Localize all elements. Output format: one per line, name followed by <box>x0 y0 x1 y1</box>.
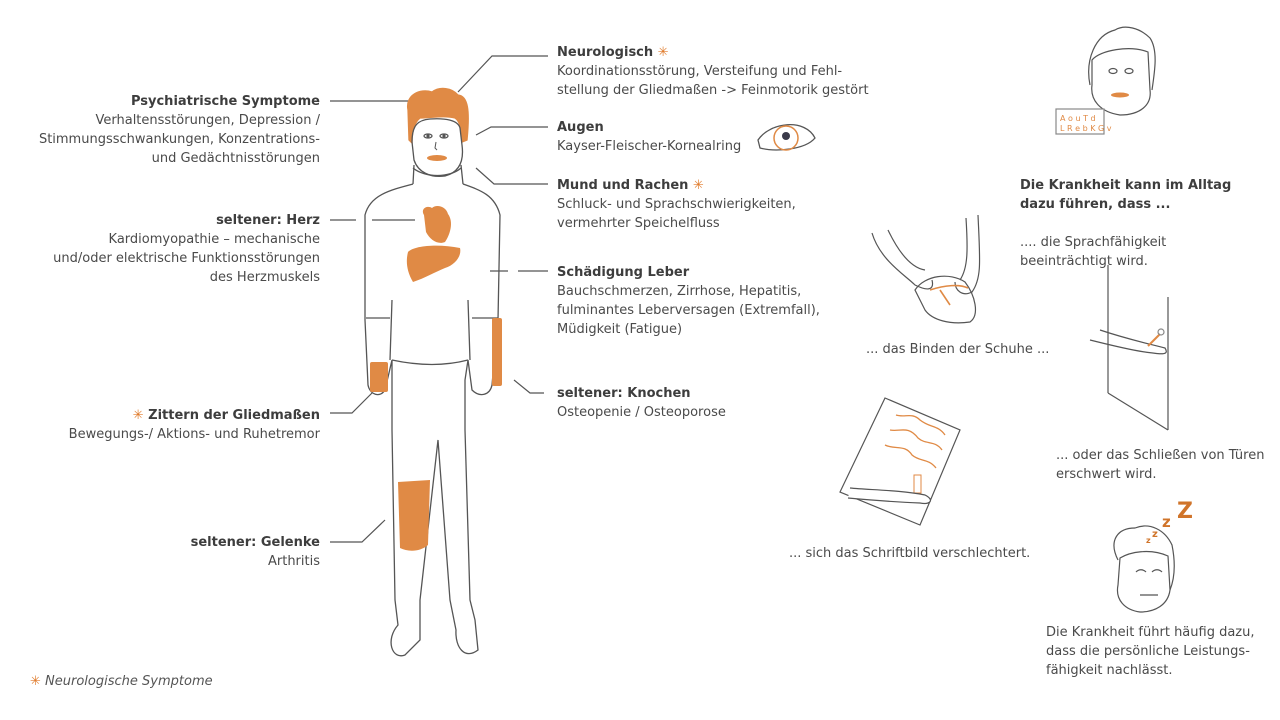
label-heart: seltener: Herz Kardiomyopathie – mechani… <box>53 211 320 287</box>
label-joints-desc: Arthritis <box>267 554 320 569</box>
eye-illustration <box>757 124 816 151</box>
label-heart-desc: Kardiomyopathie – mechanische und/oder e… <box>53 232 320 285</box>
svg-text:z: z <box>1162 513 1171 531</box>
label-mouth-desc: Schluck- und Sprachschwierigkeiten, verm… <box>557 197 796 231</box>
label-neurological-desc: Koordinationsstörung, Versteifung und Fe… <box>557 64 869 98</box>
speech-bubble-letters-1: A o u T d <box>1060 114 1096 123</box>
label-liver-desc: Bauchschmerzen, Zirrhose, Hepatitis, ful… <box>557 284 820 337</box>
svg-text:Z: Z <box>1177 499 1193 524</box>
neuro-star-icon: ✳ <box>30 674 41 689</box>
label-tremor-title: ✳ Zittern der Gliedmaßen <box>132 408 320 423</box>
everyday-shoes-caption: ... das Binden der Schuhe ... <box>866 342 1050 357</box>
organ-highlights <box>370 155 502 551</box>
everyday-doors-caption: ... oder das Schließen von Türen erschwe… <box>1056 448 1265 482</box>
label-eyes-title: Augen <box>557 120 604 135</box>
everyday-intro: Die Krankheit kann im Alltag dazu führen… <box>1020 157 1231 271</box>
label-liver-title: Schädigung Leber <box>557 265 690 280</box>
label-tremor: ✳ Zittern der Gliedmaßen Bewegungs-/ Akt… <box>69 406 320 444</box>
leader-lines <box>330 55 548 543</box>
label-heart-title: seltener: Herz <box>216 213 320 228</box>
neuro-star-icon: ✳ <box>132 408 144 423</box>
label-bones: seltener: Knochen Osteopenie / Osteoporo… <box>557 384 726 422</box>
speaking-head-illustration <box>1055 26 1156 135</box>
label-bones-desc: Osteopenie / Osteoporose <box>557 405 726 420</box>
door-illustration <box>1089 265 1169 431</box>
label-mouth-title: Mund und Rachen ✳ <box>557 178 704 193</box>
label-joints-title: seltener: Gelenke <box>190 535 320 550</box>
label-bones-title: seltener: Knochen <box>557 386 691 401</box>
label-eyes-desc: Kayser-Fleischer-Kornealring <box>557 139 742 154</box>
everyday-fatigue-caption: Die Krankheit führt häufig dazu, dass di… <box>1046 625 1255 678</box>
body-figure <box>364 87 501 657</box>
label-mouth: Mund und Rachen ✳ Schluck- und Sprachsch… <box>557 176 796 233</box>
neuro-star-icon: ✳ <box>692 178 704 193</box>
everyday-intro-title: Die Krankheit kann im Alltag dazu führen… <box>1020 178 1232 212</box>
shoe-tying-illustration <box>871 214 981 324</box>
label-psychiatric-desc: Verhaltensstörungen, Depression / Stimmu… <box>38 113 320 166</box>
label-psychiatric: Psychiatrische Symptome Verhaltensstörun… <box>39 92 320 168</box>
label-tremor-desc: Bewegungs-/ Aktions- und Ruhetremor <box>68 427 320 442</box>
sleeping-head-illustration <box>1113 525 1175 613</box>
speech-bubble-letters-2: L R e b K G v <box>1060 124 1112 133</box>
label-neurological: Neurologisch ✳ Koordinationsstörung, Ver… <box>557 43 869 100</box>
zzz-icon: z z z Z <box>1146 499 1193 545</box>
svg-text:z: z <box>1146 536 1151 545</box>
label-joints: seltener: Gelenke Arthritis <box>191 533 320 571</box>
handwriting-illustration <box>839 397 961 526</box>
label-liver: Schädigung Leber Bauchschmerzen, Zirrhos… <box>557 263 820 339</box>
everyday-speech-caption: .... die Sprachfähigkeit beeinträchtigt … <box>1020 235 1167 269</box>
neuro-star-icon: ✳ <box>657 45 669 60</box>
legend: ✳ Neurologische Symptome <box>30 674 213 689</box>
label-eyes: Augen Kayser-Fleischer-Kornealring <box>557 118 741 156</box>
svg-text:z: z <box>1152 529 1158 540</box>
label-psychiatric-title: Psychiatrische Symptome <box>130 94 320 109</box>
label-neurological-title: Neurologisch ✳ <box>557 45 669 60</box>
legend-label: Neurologische Symptome <box>45 674 213 689</box>
everyday-writing-caption: ... sich das Schriftbild verschlechtert. <box>789 546 1031 561</box>
